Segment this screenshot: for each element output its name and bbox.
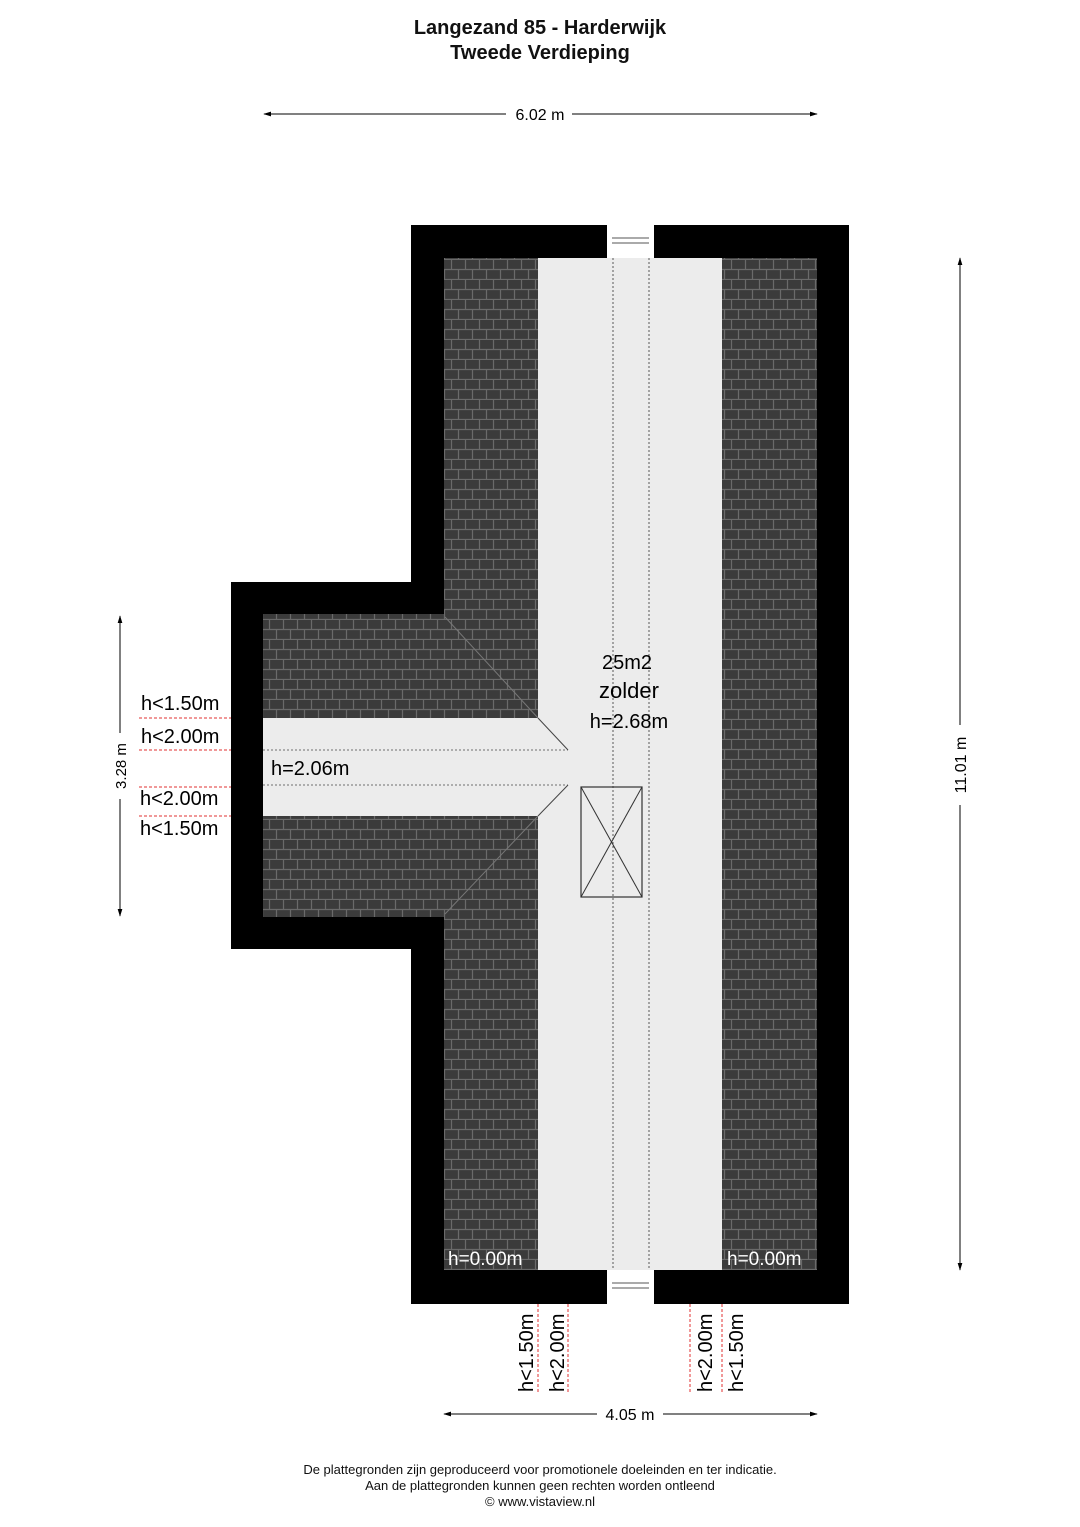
dim-top-label: 6.02 m: [516, 107, 565, 124]
height-mark-bottom-200-left: h<2.00m: [547, 1314, 569, 1392]
footer-disclaimer-1: De plattegronden zijn geproduceerd voor …: [303, 1462, 777, 1477]
height-mark-left-200-top: h<2.00m: [141, 726, 219, 748]
window-bottom: [607, 1270, 654, 1304]
room-height: h=2.68m: [590, 711, 668, 733]
room-area: 25m2: [602, 652, 652, 674]
dim-bottom-label: 4.05 m: [606, 1407, 655, 1424]
floor-height-right: h=0.00m: [727, 1249, 801, 1270]
height-mark-bottom-150-right: h<1.50m: [726, 1314, 748, 1392]
footer-copyright: © www.vistaview.nl: [485, 1494, 595, 1509]
height-mark-left-150-top: h<1.50m: [141, 693, 219, 715]
stair-hatch: [580, 786, 643, 898]
dim-left-label: 3.28 m: [113, 743, 130, 789]
window-top: [607, 225, 654, 258]
height-mark-left-200-bottom: h<2.00m: [140, 788, 218, 810]
floor-subtitle: Tweede Verdieping: [450, 42, 630, 64]
dormer-floor: [263, 718, 568, 816]
page-title: Langezand 85 - Harderwijk: [413, 17, 667, 39]
height-mark-left-150-bottom: h<1.50m: [140, 818, 218, 840]
dim-right-label: 11.01 m: [953, 737, 970, 794]
dormer-height: h=2.06m: [271, 758, 349, 780]
floor-height-left: h=0.00m: [448, 1249, 522, 1270]
attic-floor: [538, 258, 722, 1270]
height-mark-bottom-200-right: h<2.00m: [695, 1314, 717, 1392]
height-mark-bottom-150-left: h<1.50m: [516, 1314, 538, 1392]
room-name: zolder: [599, 678, 659, 703]
footer-disclaimer-2: Aan de plattegronden kunnen geen rechten…: [365, 1478, 715, 1493]
